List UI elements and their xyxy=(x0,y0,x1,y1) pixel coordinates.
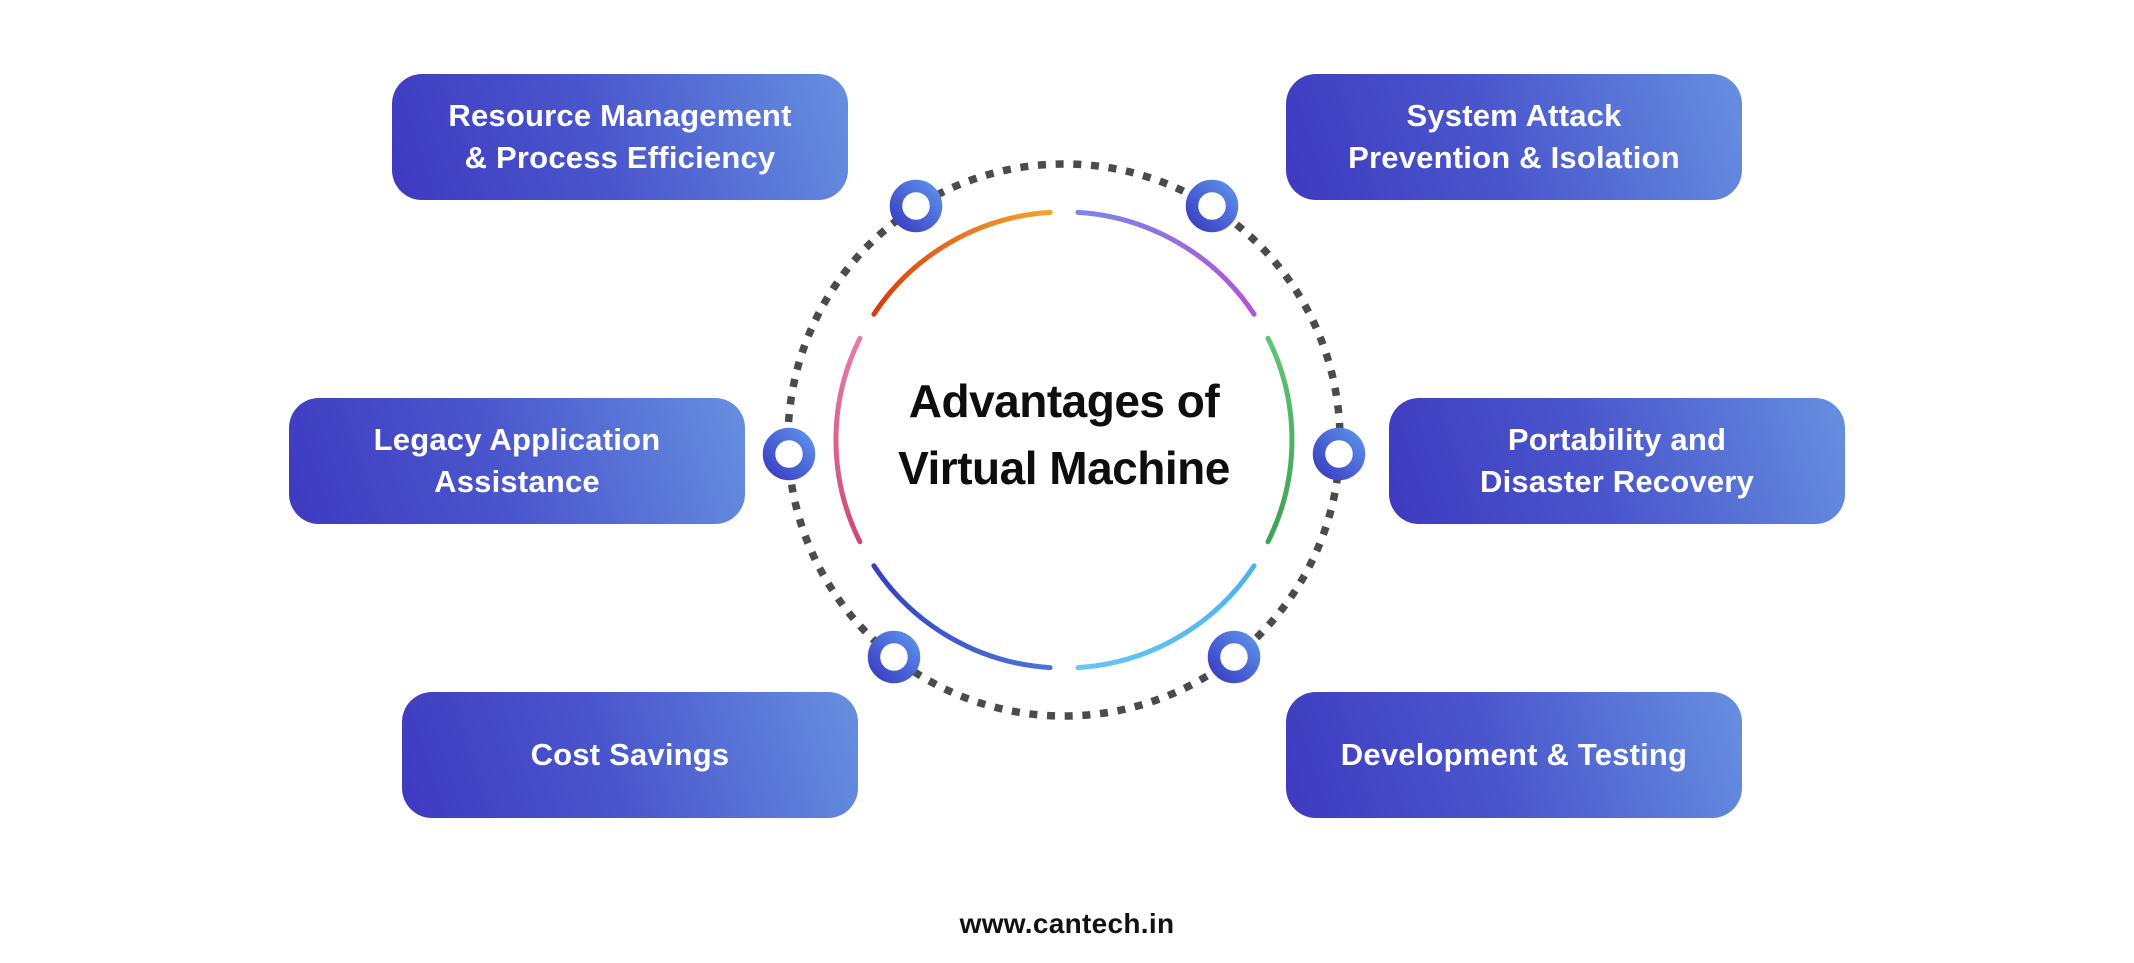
box-label-line: System Attack xyxy=(1406,98,1622,133)
box-label-line: Development & Testing xyxy=(1340,737,1688,772)
box-label-line: Portability and xyxy=(1507,422,1727,457)
page-title-line2: Virtual Machine xyxy=(898,442,1230,494)
box-label-line: Resource Management xyxy=(448,98,792,133)
box-label-line: Cost Savings xyxy=(530,737,730,772)
box-resource-management: Resource Management & Process Efficiency xyxy=(392,74,848,200)
arc-segment-green xyxy=(1265,335,1295,545)
node-ring-top-right xyxy=(1185,179,1239,233)
node-ring-bottom-right xyxy=(1207,630,1261,684)
arc-segment-blue xyxy=(871,563,1053,671)
box-legacy-application-assistance: Legacy Application Assistance xyxy=(289,398,745,524)
node-ring-right xyxy=(1312,427,1366,481)
box-development-testing: Development & Testing xyxy=(1286,692,1742,818)
arc-segment-pink xyxy=(833,335,863,545)
node-ring-top-left xyxy=(889,179,943,233)
arc-segment-lightblue xyxy=(1075,563,1257,671)
box-label-line: Assistance xyxy=(434,464,600,499)
box-label-line: Prevention & Isolation xyxy=(1348,140,1680,175)
page-title: Advantages of Virtual Machine xyxy=(764,368,1364,502)
arc-segment-orange xyxy=(871,209,1053,317)
box-system-attack-prevention: System Attack Prevention & Isolation xyxy=(1286,74,1742,200)
box-portability-disaster-recovery: Portability and Disaster Recovery xyxy=(1389,398,1845,524)
node-ring-left xyxy=(762,427,816,481)
box-label-line: Legacy Application xyxy=(373,422,661,457)
box-label-line: & Process Efficiency xyxy=(464,140,776,175)
website-url: www.cantech.in xyxy=(959,908,1175,939)
page-title-line1: Advantages of xyxy=(908,375,1220,427)
box-cost-savings: Cost Savings xyxy=(402,692,858,818)
node-ring-bottom-left xyxy=(867,630,921,684)
box-label-line: Disaster Recovery xyxy=(1480,464,1754,499)
arc-segment-purple xyxy=(1075,209,1257,317)
